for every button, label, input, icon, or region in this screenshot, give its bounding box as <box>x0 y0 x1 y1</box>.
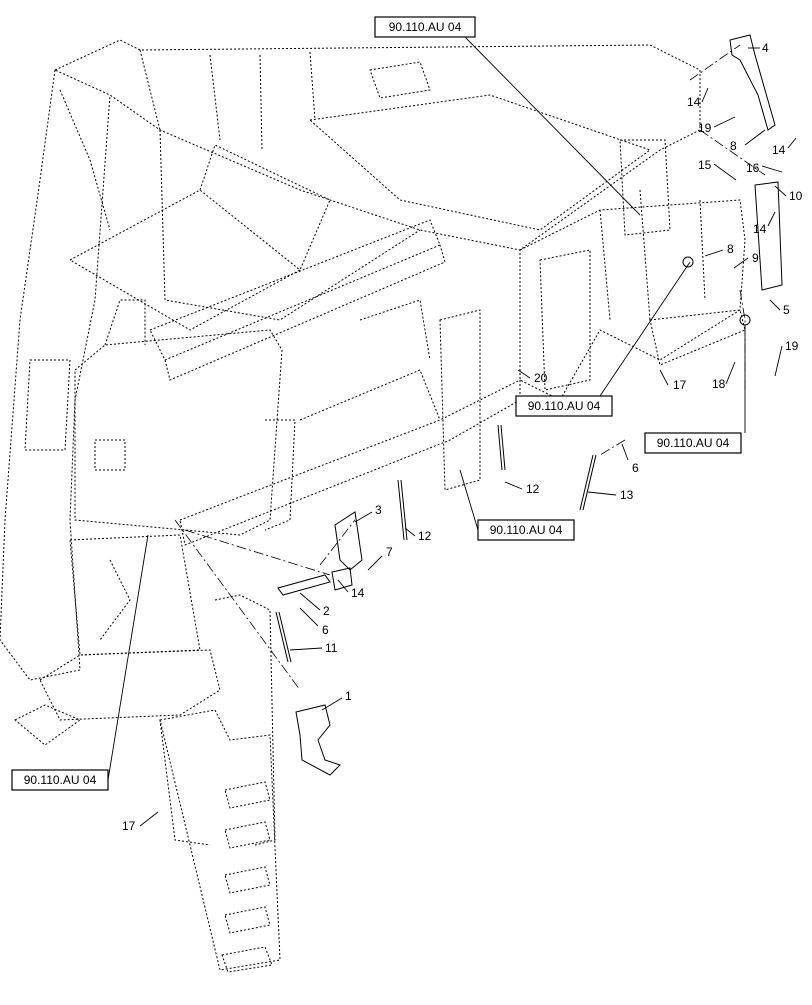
reference-boxes: 90.110.AU 04 90.110.AU 04 90.110.AU 04 9… <box>11 16 746 791</box>
callout-3: 3 <box>354 503 382 523</box>
ladder <box>159 709 281 971</box>
svg-text:11: 11 <box>325 641 338 655</box>
svg-text:1: 1 <box>345 689 352 703</box>
svg-text:18: 18 <box>712 377 726 391</box>
svg-text:6: 6 <box>322 623 329 637</box>
plate-part-2 <box>277 574 331 596</box>
callout-14b: 14 <box>772 137 797 157</box>
callout-7: 7 <box>367 545 393 571</box>
top-deck-outline <box>53 39 701 251</box>
machine-body <box>0 39 746 973</box>
callout-14d: 14 <box>337 579 365 600</box>
cross-beam <box>149 219 441 361</box>
callout-16: 16 <box>746 161 783 175</box>
step-platform <box>39 649 221 721</box>
callout-13: 13 <box>587 488 634 502</box>
svg-text:15: 15 <box>698 158 712 172</box>
latch-part-5 <box>754 181 783 291</box>
gas-strut-13 <box>579 454 594 511</box>
callout-5: 5 <box>769 299 790 317</box>
callout-10: 10 <box>774 185 803 203</box>
reference-label: 90.110.AU 04 <box>528 399 601 413</box>
reference-label: 90.110.AU 04 <box>389 20 462 34</box>
svg-text:8: 8 <box>727 242 734 256</box>
svg-text:14: 14 <box>687 95 701 109</box>
svg-text:6: 6 <box>632 461 639 475</box>
reference-label: 90.110.AU 04 <box>490 523 563 537</box>
svg-text:3: 3 <box>375 503 382 517</box>
exploded-parts <box>275 34 783 776</box>
callout-14a: 14 <box>687 87 709 109</box>
svg-text:19: 19 <box>785 339 799 353</box>
tank-body <box>74 329 283 536</box>
reference-box-mid-right: 90.110.AU 04 <box>515 261 691 417</box>
svg-text:17: 17 <box>673 378 687 392</box>
svg-text:4: 4 <box>762 41 769 55</box>
svg-text:16: 16 <box>746 161 760 175</box>
callout-17a: 17 <box>659 369 687 392</box>
bracket-part-1 <box>295 704 341 776</box>
callout-17b: 17 <box>122 811 159 833</box>
svg-text:12: 12 <box>418 529 432 543</box>
latch-part-4 <box>729 34 776 131</box>
plate-part-14 <box>331 567 353 591</box>
reference-label: 90.110.AU 04 <box>657 436 730 450</box>
callout-19b: 19 <box>774 339 799 377</box>
svg-text:2: 2 <box>323 604 330 618</box>
deck-panel <box>308 94 652 231</box>
callout-18: 18 <box>712 361 736 391</box>
svg-text:19: 19 <box>698 121 712 135</box>
callout-8b: 8 <box>704 242 734 257</box>
svg-text:12: 12 <box>526 482 540 496</box>
callout-6a: 6 <box>621 443 639 475</box>
callout-12b: 12 <box>504 481 540 496</box>
callout-19a: 19 <box>698 116 736 135</box>
callout-11: 11 <box>289 641 338 655</box>
callout-8a: 8 <box>730 129 766 153</box>
callouts: 1 2 3 4 5 6 6 7 8 8 9 10 11 12 12 13 14 … <box>122 41 803 833</box>
svg-text:13: 13 <box>620 488 634 502</box>
reference-label: 90.110.AU 04 <box>24 773 97 787</box>
svg-text:14: 14 <box>772 143 786 157</box>
svg-text:7: 7 <box>386 545 393 559</box>
callout-12a: 12 <box>404 527 432 543</box>
gas-strut-12a <box>397 479 405 541</box>
svg-text:20: 20 <box>534 371 548 385</box>
callout-1: 1 <box>321 689 352 711</box>
callout-20: 20 <box>517 369 548 385</box>
svg-text:14: 14 <box>351 586 365 600</box>
callout-14c: 14 <box>753 211 776 236</box>
reference-box-left: 90.110.AU 04 <box>11 534 149 791</box>
svg-text:17: 17 <box>122 819 136 833</box>
callout-9: 9 <box>733 251 759 269</box>
callout-6b: 6 <box>299 607 329 637</box>
svg-text:5: 5 <box>783 303 790 317</box>
callout-2: 2 <box>299 592 330 618</box>
cab-frame <box>0 69 111 681</box>
lower-rail <box>179 379 521 546</box>
callout-4: 4 <box>748 41 769 55</box>
svg-text:10: 10 <box>789 189 803 203</box>
svg-text:8: 8 <box>730 139 737 153</box>
svg-text:9: 9 <box>752 251 759 265</box>
reference-box-center: 90.110.AU 04 <box>459 469 575 541</box>
gas-strut-11 <box>275 611 289 663</box>
callout-15: 15 <box>698 158 737 181</box>
svg-text:14: 14 <box>753 222 767 236</box>
reference-box-top: 90.110.AU 04 <box>374 16 641 216</box>
assembly-lines <box>174 44 766 691</box>
bracket-part-3 <box>334 511 363 571</box>
rear-frame <box>519 199 746 401</box>
reference-box-right: 90.110.AU 04 <box>644 325 746 454</box>
gas-strut-12b <box>497 424 503 471</box>
